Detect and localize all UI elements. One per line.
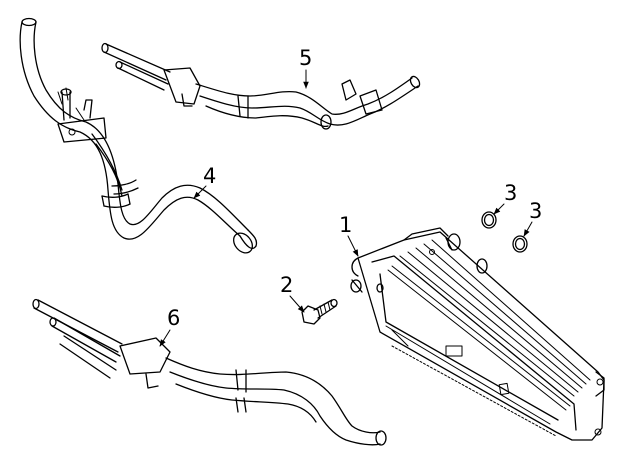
callout-label-5: 5 [299, 46, 312, 70]
oil-cooler-part-1 [350, 227, 605, 441]
callout-5: 5 [299, 46, 312, 89]
bolt-part-2 [301, 298, 338, 325]
callout-6: 6 [159, 306, 180, 347]
callout-label-1: 1 [339, 213, 352, 237]
seal-part-3 [481, 211, 528, 253]
cooler-tube-part-6 [32, 298, 387, 446]
callout-2: 2 [280, 273, 305, 313]
callout-4: 4 [193, 164, 216, 199]
callout-1: 1 [339, 213, 359, 257]
callout-label-6: 6 [167, 306, 180, 330]
callout-label-3a: 3 [504, 181, 517, 205]
callout-label-4: 4 [203, 164, 216, 188]
callout-label-2: 2 [280, 273, 293, 297]
callout-3a: 3 [493, 181, 517, 215]
callout-3b: 3 [523, 199, 542, 237]
cooler-tube-part-4 [19, 17, 258, 254]
cooler-tube-part-5 [101, 42, 421, 130]
callout-label-3b: 3 [529, 199, 542, 223]
